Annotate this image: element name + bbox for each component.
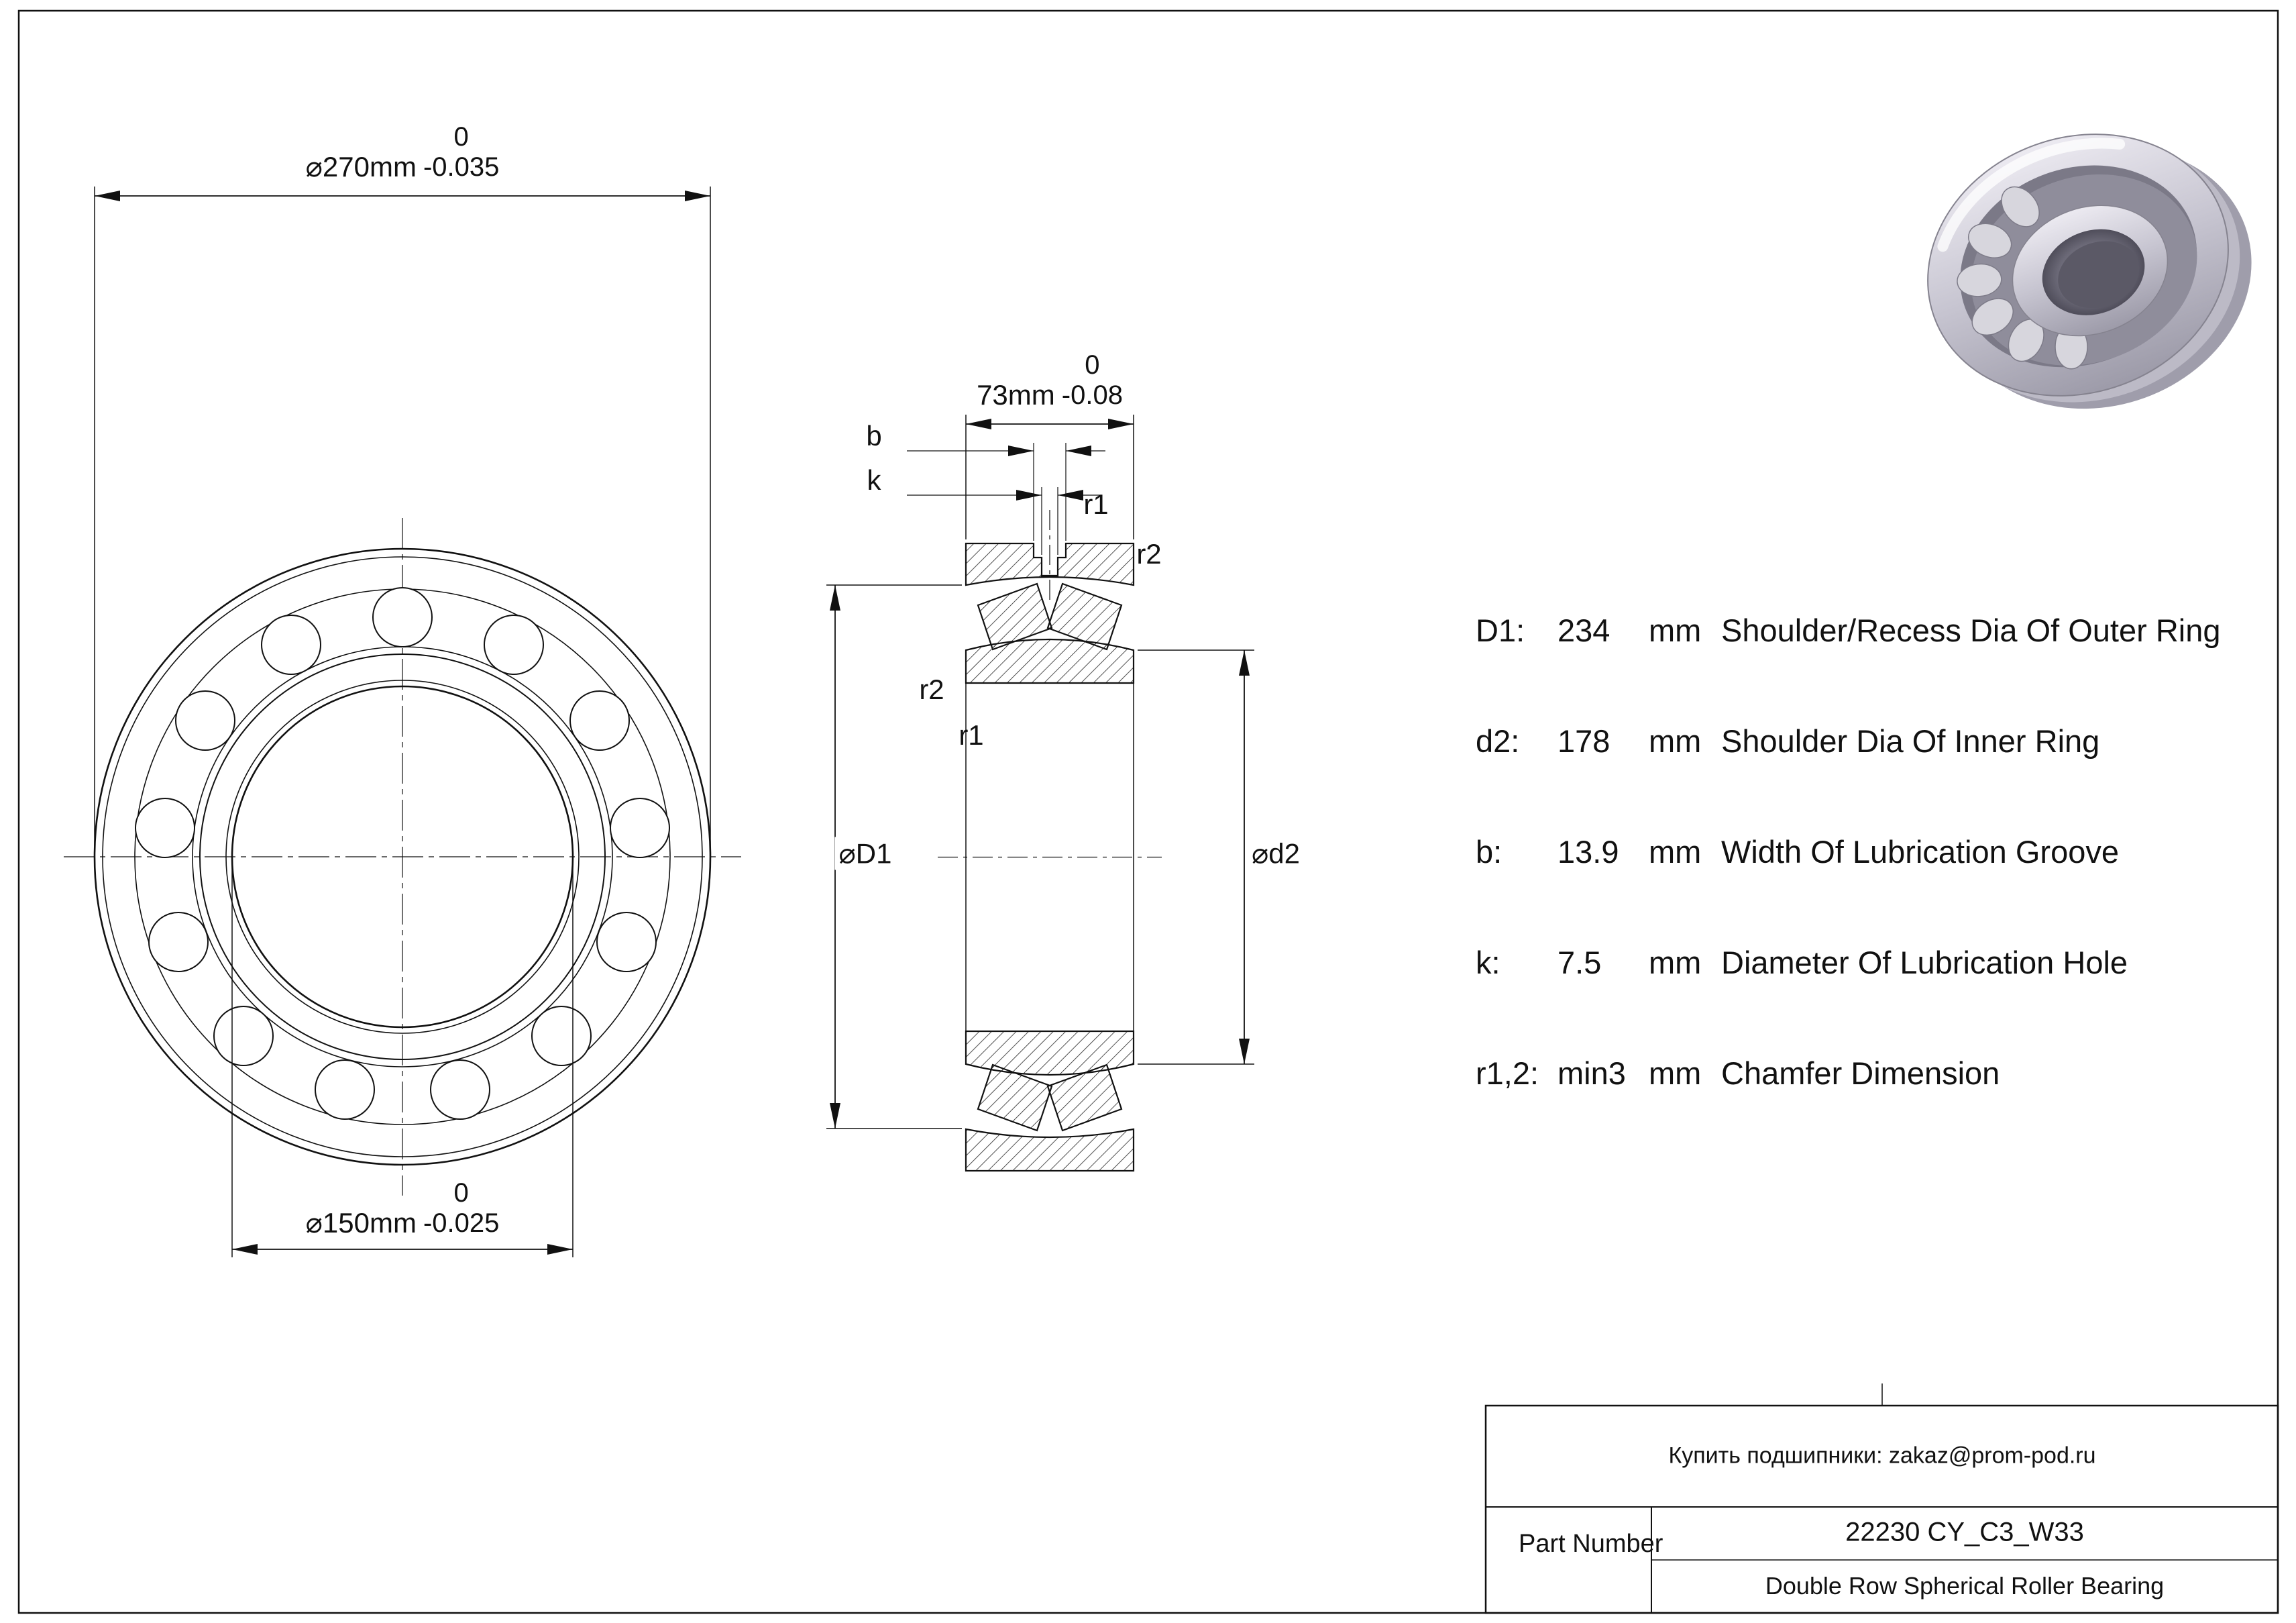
spec-value: 13.9 bbox=[1557, 834, 1619, 870]
part-description: Double Row Spherical Roller Bearing bbox=[1765, 1572, 2165, 1600]
spec-desc: Diameter Of Lubrication Hole bbox=[1721, 945, 2128, 980]
tolerance-upper: 0 bbox=[1085, 350, 1100, 380]
section-width-dimension bbox=[965, 415, 1134, 539]
spec-desc: Width Of Lubrication Groove bbox=[1721, 834, 2119, 870]
spec-row-d1: D1: 234 mm Shoulder/Recess Dia Of Outer … bbox=[1476, 612, 2274, 649]
spec-unit: mm bbox=[1649, 834, 1702, 870]
chamfer-r1-side-label: r1 bbox=[959, 719, 984, 751]
spec-value: 234 bbox=[1557, 613, 1610, 648]
section-hatched-parts bbox=[965, 542, 1135, 1172]
section-width-dim-text: 73mm bbox=[977, 378, 1055, 411]
spec-row-d2: d2: 178 mm Shoulder Dia Of Inner Ring bbox=[1476, 723, 2274, 760]
front-view-rollers bbox=[135, 587, 670, 1120]
spec-label: d2: bbox=[1476, 723, 1520, 759]
tolerance-lower: -0.025 bbox=[423, 1208, 500, 1238]
front-outer-dimension bbox=[94, 187, 711, 857]
spec-label: k: bbox=[1476, 945, 1500, 980]
spec-value: min3 bbox=[1557, 1055, 1626, 1091]
front-bore-dim-text: ⌀150mm bbox=[305, 1206, 417, 1239]
groove-width-b-label: b bbox=[866, 420, 882, 452]
front-outer-dim-label: ⌀270mm 0 -0.035 bbox=[306, 122, 500, 182]
spec-value: 7.5 bbox=[1557, 945, 1602, 980]
spec-value: 178 bbox=[1557, 723, 1610, 759]
front-view bbox=[64, 187, 741, 1257]
chamfer-r1-top-label: r1 bbox=[1083, 488, 1109, 520]
spec-unit: mm bbox=[1649, 723, 1702, 759]
spec-unit: mm bbox=[1649, 1055, 1702, 1091]
front-bore-dim-tolerance: 0 -0.025 bbox=[423, 1178, 499, 1239]
spec-desc: Shoulder/Recess Dia Of Outer Ring bbox=[1721, 613, 2221, 648]
bearing-3d-rollers bbox=[1957, 186, 2088, 370]
section-k-dimension bbox=[907, 487, 1100, 555]
d2-diameter-label: ⌀d2 bbox=[1247, 837, 1305, 870]
chamfer-r2-side-label: r2 bbox=[919, 674, 944, 705]
front-outer-dim-text: ⌀270mm bbox=[305, 150, 417, 182]
chamfer-r2-top-label: r2 bbox=[1136, 538, 1162, 570]
hole-diameter-k-label: k bbox=[867, 464, 881, 496]
spec-row-k: k: 7.5 mm Diameter Of Lubrication Hole bbox=[1476, 944, 2274, 981]
spec-table: D1: 234 mm Shoulder/Recess Dia Of Outer … bbox=[1476, 612, 2274, 1092]
spec-label: b: bbox=[1476, 834, 1502, 870]
section-width-dim-tolerance: 0 -0.08 bbox=[1062, 350, 1123, 411]
d1-diameter-label: ⌀D1 bbox=[834, 837, 896, 870]
spec-unit: mm bbox=[1649, 945, 1702, 980]
tolerance-upper: 0 bbox=[453, 1178, 469, 1208]
spec-desc: Shoulder Dia Of Inner Ring bbox=[1721, 723, 2100, 759]
tolerance-upper: 0 bbox=[453, 122, 469, 152]
tolerance-lower: -0.08 bbox=[1061, 380, 1123, 410]
sheet-frame bbox=[17, 9, 2279, 1614]
front-bore-dim-label: ⌀150mm 0 -0.025 bbox=[306, 1178, 500, 1239]
bearing-3d-render bbox=[1927, 134, 2252, 409]
front-bore-dimension bbox=[231, 857, 573, 1257]
section-view bbox=[826, 415, 1254, 1172]
spec-label: r1,2: bbox=[1476, 1055, 1539, 1091]
front-view-rings bbox=[93, 547, 712, 1166]
contact-info: Купить подшипники: zakaz@prom-pod.ru bbox=[1668, 1443, 2096, 1469]
spec-row-b: b: 13.9 mm Width Of Lubrication Groove bbox=[1476, 833, 2274, 870]
section-b-dimension bbox=[907, 443, 1105, 541]
spec-label: D1: bbox=[1476, 613, 1525, 648]
tolerance-lower: -0.035 bbox=[423, 152, 500, 182]
section-bore-lines bbox=[965, 683, 1134, 1031]
part-number-value: 22230 CY_C3_W33 bbox=[1845, 1517, 2084, 1547]
spec-row-r12: r1,2: min3 mm Chamfer Dimension bbox=[1476, 1055, 2274, 1092]
front-outer-dim-tolerance: 0 -0.035 bbox=[423, 122, 499, 182]
spec-desc: Chamfer Dimension bbox=[1721, 1055, 2000, 1091]
section-d2-dimension bbox=[1138, 649, 1254, 1065]
section-width-dim-label: 73mm 0 -0.08 bbox=[977, 350, 1123, 411]
part-number-label: Part Number bbox=[1519, 1530, 1663, 1558]
spec-unit: mm bbox=[1649, 613, 1702, 648]
title-block-lines bbox=[1484, 1383, 2279, 1614]
section-centerlines bbox=[938, 510, 1162, 858]
